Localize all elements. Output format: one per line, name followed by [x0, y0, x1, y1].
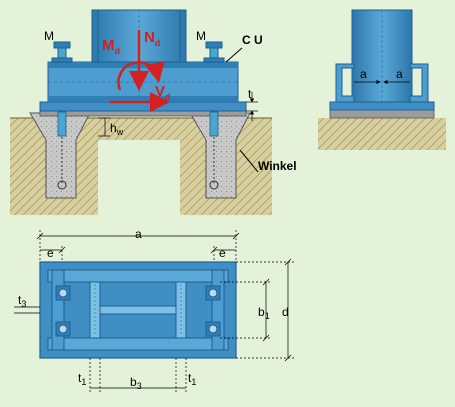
dim-plate-thickness — [246, 92, 258, 121]
side-channel-left — [335, 63, 355, 103]
label-dim-t3: t3 — [18, 293, 26, 309]
side-base-plate — [329, 101, 435, 111]
elevation-view: M M C U Md Nd Vd t hw Winkel — [10, 9, 297, 215]
dim-bottom — [89, 358, 187, 392]
label-dim-a: a — [135, 227, 142, 241]
label-vd: Vd — [155, 83, 171, 102]
dim-t3 — [14, 306, 40, 314]
label-dim-b1: b1 — [258, 305, 270, 321]
label-t: t — [248, 87, 252, 101]
side-channel-right — [409, 63, 429, 103]
anchor-rod-left — [57, 105, 67, 190]
label-nd: Nd — [144, 29, 160, 48]
nut-left — [51, 41, 73, 63]
side-view: a a — [318, 9, 446, 150]
label-a-right: a — [396, 67, 403, 81]
dim-hw — [98, 117, 110, 137]
dim-a — [36, 230, 240, 262]
anchor-rod-right — [209, 105, 219, 190]
plan-channel-bottom — [47, 337, 229, 351]
label-dim-e-left: e — [47, 246, 54, 260]
label-cu: C U — [242, 33, 263, 47]
label-dim-t1-right: t1 — [188, 371, 196, 387]
label-hw: hw — [110, 121, 124, 137]
base-plate — [39, 101, 247, 112]
force-arrows — [110, 30, 170, 112]
label-dim-t1-left: t1 — [78, 371, 86, 387]
label-m-right: M — [196, 29, 206, 43]
label-a-left: a — [360, 67, 367, 81]
plan-bolts — [55, 285, 221, 337]
label-dim-e-right: e — [219, 246, 226, 260]
label-md: Md — [102, 37, 120, 56]
dim-b1-d — [220, 258, 294, 362]
plan-view: a e e t3 b1 d — [14, 227, 294, 392]
label-dim-b3: b3 — [130, 375, 142, 391]
label-winkel: Winkel — [258, 159, 297, 173]
nut-right — [203, 41, 225, 63]
label-m-left: M — [44, 29, 54, 43]
plan-channel-top — [47, 269, 229, 283]
label-dim-d: d — [282, 305, 289, 319]
plan-column-section — [89, 281, 187, 339]
